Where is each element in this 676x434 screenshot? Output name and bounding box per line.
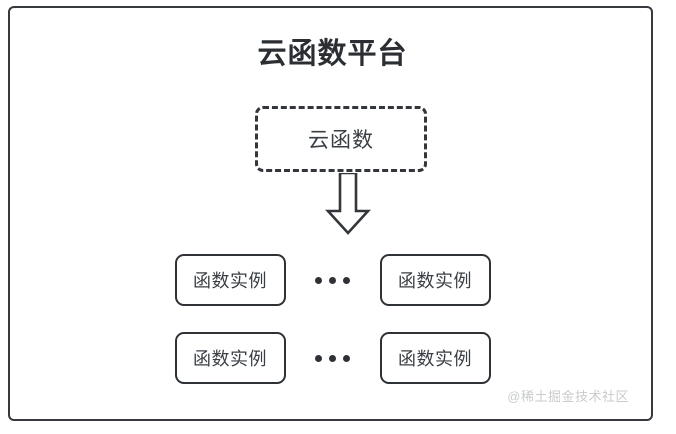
function-instance-label: 函数实例 <box>398 271 472 291</box>
function-instance-box[interactable]: 函数实例 <box>379 332 491 384</box>
ellipsis-dot <box>343 276 350 284</box>
cloud-function-node[interactable]: 云函数 <box>255 106 427 172</box>
function-instance-label: 函数实例 <box>193 271 267 291</box>
ellipsis-dot <box>343 354 350 362</box>
ellipsis-icon <box>286 254 380 306</box>
cloud-function-platform-frame: 云函数平台 云函数 函数实例 函数实例 函数实例 <box>8 6 653 421</box>
function-instance-box[interactable]: 函数实例 <box>379 254 491 306</box>
ellipsis-dot <box>315 354 322 362</box>
cloud-function-label: 云函数 <box>308 129 374 152</box>
ellipsis-dot <box>315 276 322 284</box>
ellipsis-dot <box>329 354 336 362</box>
function-instance-label: 函数实例 <box>398 349 472 369</box>
function-instance-box[interactable]: 函数实例 <box>174 332 286 384</box>
watermark: @稀土掘金技术社区 <box>507 389 629 404</box>
ellipsis-icon <box>286 332 380 384</box>
instance-row-2: 函数实例 函数实例 <box>10 332 655 384</box>
block-arrow-down-icon <box>322 173 374 235</box>
page-title: 云函数平台 <box>257 38 408 70</box>
ellipsis-dot <box>329 276 336 284</box>
function-instance-label: 函数实例 <box>193 349 267 369</box>
function-instance-box[interactable]: 函数实例 <box>174 254 286 306</box>
instance-row-1: 函数实例 函数实例 <box>10 254 655 306</box>
